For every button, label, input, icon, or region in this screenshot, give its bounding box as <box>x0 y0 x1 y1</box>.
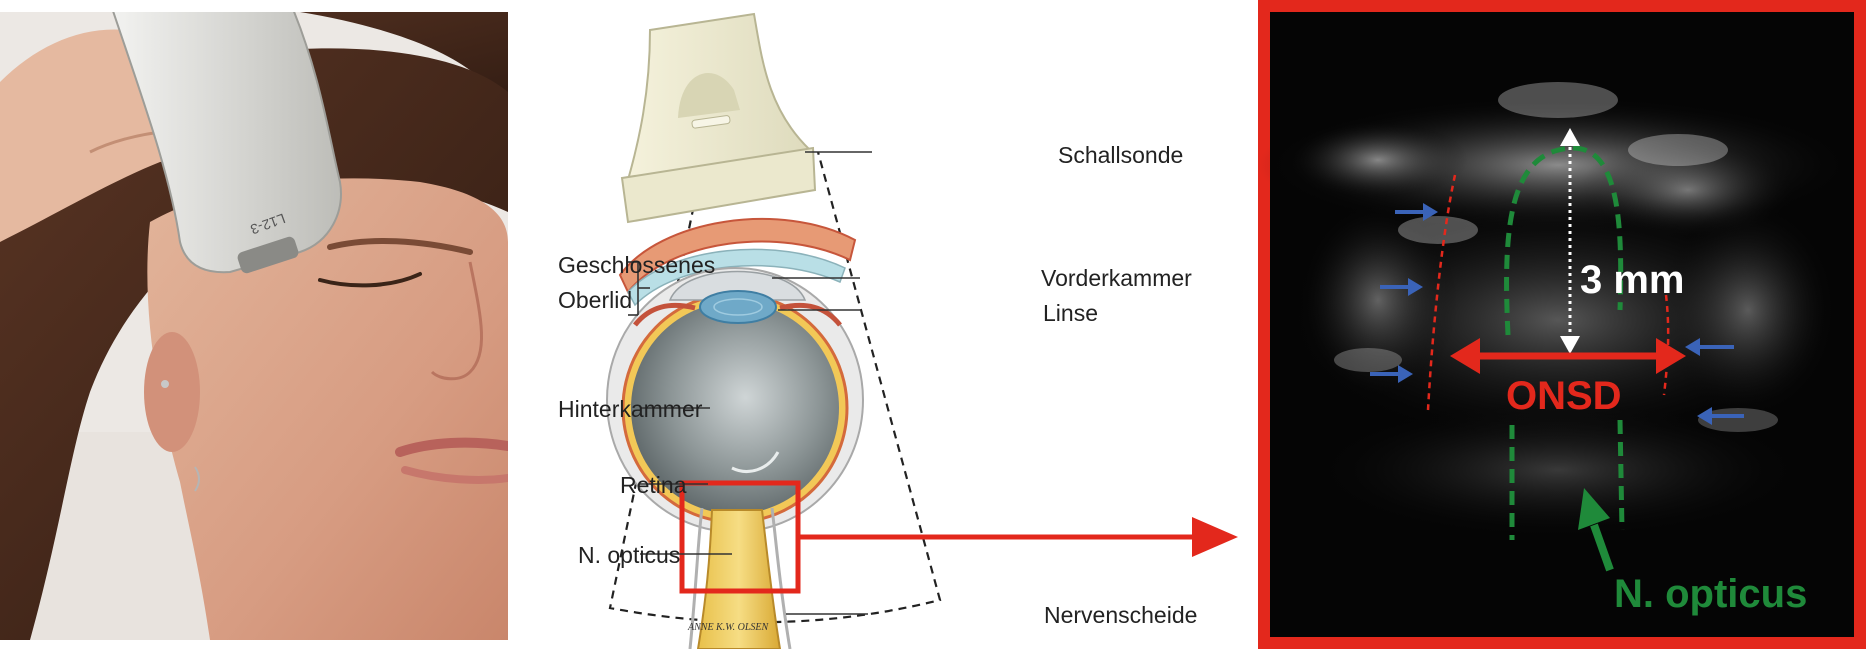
pointer-arrow-head <box>1192 517 1238 557</box>
blue-marker-arrows <box>1370 203 1744 425</box>
leader-lines <box>628 151 872 615</box>
label-nervenscheide: Nervenscheide <box>1044 602 1198 628</box>
ultrasound-probe: L12-3 <box>112 12 342 274</box>
label-hinterkammer: Hinterkammer <box>558 396 703 422</box>
patient-photo-illustration: L12-3 <box>0 12 508 640</box>
label-vorderkammer: Vorderkammer <box>1041 265 1192 291</box>
ultrasound-field-outline <box>608 151 942 624</box>
ultrasound-scan <box>1258 0 1866 649</box>
eye-anatomy-diagram: ANNE K.W. OLSEN Schallsonde Geschlossene… <box>510 0 1250 649</box>
label-linse: Linse <box>1043 300 1098 326</box>
label-n-opticus: N. opticus <box>578 542 681 568</box>
artist-signature: ANNE K.W. OLSEN <box>687 622 770 633</box>
eyelid-shape <box>618 217 857 294</box>
sheath-right-line <box>1662 294 1670 396</box>
nerve-outline-right <box>1617 419 1625 531</box>
probe-illustration <box>620 12 817 224</box>
label-oberlid: Oberlid <box>558 287 633 313</box>
eye-anatomy-drawing: ANNE K.W. OLSEN <box>606 12 1238 649</box>
sheath-left-line <box>1426 174 1457 411</box>
vitreous-body <box>631 302 839 514</box>
label-schallsonde: Schallsonde <box>1058 142 1184 168</box>
label-retina: Retina <box>620 472 687 498</box>
optic-nerve-shape <box>696 509 782 649</box>
onsd-label: ONSD <box>1506 374 1622 418</box>
ultrasound-image-panel: 3 mm ONSD N. opticus <box>1258 0 1866 649</box>
nerve-pointer-arrow <box>1590 523 1614 572</box>
label-geschlossenes: Geschlossenes <box>558 252 716 278</box>
tissue-texture <box>1258 82 1858 540</box>
lens-shape <box>699 290 777 324</box>
measure-label: 3 mm <box>1580 258 1685 302</box>
patient-photo: L12-3 <box>0 12 508 640</box>
nerve-label: N. opticus <box>1614 572 1808 616</box>
